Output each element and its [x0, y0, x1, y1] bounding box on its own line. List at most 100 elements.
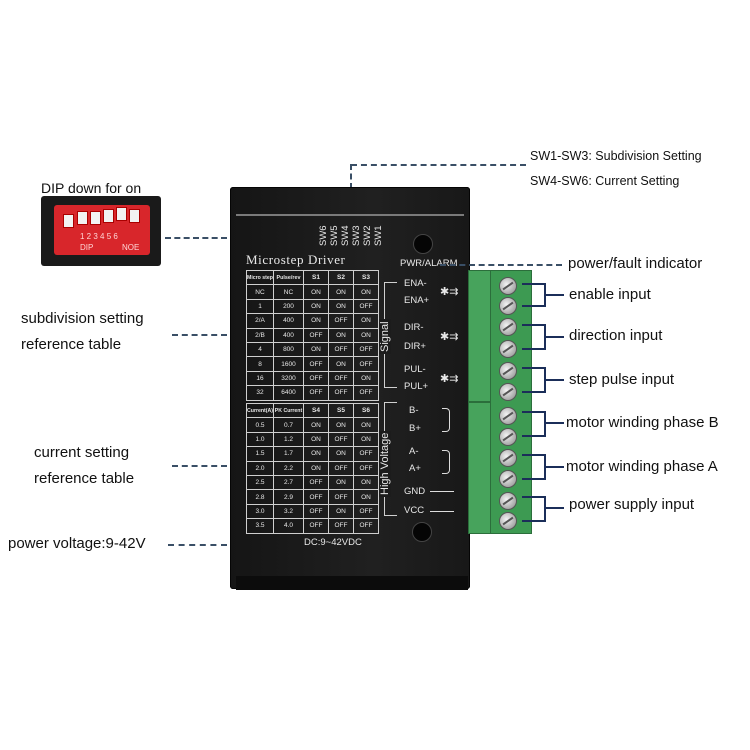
terminal-screw-a-plus — [499, 470, 517, 488]
dip-switch-5 — [116, 207, 127, 221]
dip-switch-4 — [103, 209, 114, 223]
winding-a-label: motor winding phase A — [566, 458, 718, 475]
terminal-screw-pul-plus — [499, 383, 517, 401]
table-cell: OFF — [303, 327, 329, 343]
table-cell: 4.0 — [273, 518, 304, 534]
terminal-screw-dir-plus — [499, 340, 517, 358]
pin-label-dir-plus: DIR+ — [404, 341, 426, 352]
table-header-cell: S5 — [328, 402, 354, 419]
coil-b-icon — [442, 408, 450, 432]
pin-label-dir-minus: DIR- — [404, 322, 424, 333]
pin-label-ena-minus: ENA- — [404, 278, 427, 289]
table-cell: 400 — [273, 313, 304, 329]
table-cell: 32 — [246, 385, 274, 401]
table-cell: OFF — [328, 460, 354, 476]
table-header-cell: S4 — [303, 402, 329, 419]
table-cell: OFF — [353, 446, 379, 462]
high-voltage-label: High Voltage — [379, 430, 391, 497]
terminal-screw-dir-minus — [499, 318, 517, 336]
switch-label-sw2: SW2 — [362, 225, 373, 246]
direction-input-label: direction input — [569, 327, 663, 344]
switch-label-sw1: SW1 — [373, 225, 384, 246]
coil-a-icon — [442, 450, 450, 474]
pin-label-pul-minus: PUL- — [404, 364, 426, 375]
terminal-screw-vcc — [499, 512, 517, 530]
power-supply-label: power supply input — [569, 496, 695, 513]
table-cell: OFF — [328, 385, 354, 401]
driver-title: Microstep Driver — [246, 252, 346, 267]
table-cell: 400 — [273, 327, 304, 343]
table-cell: 3.2 — [273, 503, 304, 520]
terminal-screw-ena-plus — [499, 297, 517, 315]
table-cell: OFF — [353, 385, 379, 401]
table-cell: ON — [303, 431, 329, 448]
table-cell: ON — [328, 417, 354, 433]
sw4-sw6-label: SW4-SW6: Current Setting — [530, 174, 680, 188]
table-cell: NC — [246, 284, 274, 300]
direction-input-bracket — [522, 324, 546, 350]
gnd-arrow-icon — [430, 491, 454, 492]
enable-input-bracket — [522, 283, 546, 307]
dc-voltage-label: DC:9~42VDC — [304, 537, 362, 548]
table-cell: 16 — [246, 370, 274, 387]
table-cell: OFF — [353, 298, 379, 315]
table-cell: OFF — [328, 370, 354, 387]
direction-input-connector — [544, 336, 564, 338]
pwr-alarm-label: PWR/ALARM — [400, 258, 458, 269]
terminal-screw-pul-minus — [499, 362, 517, 380]
terminal-screw-b-plus — [499, 428, 517, 446]
table-cell: ON — [328, 474, 354, 491]
winding-b-bracket — [522, 411, 546, 437]
table-header-cell: S6 — [353, 402, 379, 419]
table-cell: OFF — [303, 474, 329, 491]
table-cell: 2.2 — [273, 460, 304, 476]
table-cell: OFF — [353, 518, 379, 534]
table-cell: NC — [273, 284, 304, 300]
table-cell: ON — [353, 327, 379, 343]
fault-indicator-leader-line — [440, 264, 562, 266]
table-cell: 2.5 — [246, 474, 274, 491]
switch-leader-vertical — [350, 164, 352, 208]
dip-switch-2 — [77, 211, 88, 225]
table-cell: ON — [303, 341, 329, 358]
table-header-cell: Pulse/rev — [273, 269, 304, 286]
enable-input-connector — [544, 294, 564, 296]
table-cell: OFF — [303, 385, 329, 401]
table-cell: OFF — [303, 356, 329, 372]
dip-down-caption: DIP down for on — [41, 180, 142, 196]
table-cell: 1 — [246, 298, 274, 315]
table-cell: ON — [303, 284, 329, 300]
table-header-cell: PK Current — [273, 402, 304, 419]
table-cell: 6400 — [273, 385, 304, 401]
pul-led-icon: ✱⇉ — [440, 373, 459, 385]
terminal-screw-ena-minus — [499, 277, 517, 295]
mounting-hole-top — [413, 234, 433, 254]
microstep-table-header: Micro step Pulse/rev S1 S2 S3 — [246, 269, 379, 286]
subdivision-label-line2: reference table — [21, 336, 122, 353]
table-cell: OFF — [353, 503, 379, 520]
table-cell: ON — [303, 417, 329, 433]
ena-led-icon: ✱⇉ — [440, 286, 459, 298]
power-voltage-label: power voltage:9-42V — [8, 535, 146, 552]
table-cell: 3200 — [273, 370, 304, 387]
table-cell: OFF — [328, 489, 354, 505]
table-cell: OFF — [328, 313, 354, 329]
table-cell: 0.5 — [246, 417, 274, 433]
pin-label-b-plus: B+ — [409, 423, 421, 434]
table-cell: ON — [303, 460, 329, 476]
table-header-cell: Micro step — [246, 269, 274, 286]
table-cell: 1.0 — [246, 431, 274, 448]
table-header-cell: S3 — [353, 269, 379, 286]
table-cell: ON — [328, 298, 354, 315]
table-cell: 1.2 — [273, 431, 304, 448]
table-cell: 2.8 — [246, 489, 274, 505]
winding-b-label: motor winding phase B — [566, 414, 719, 431]
driver-top-stripe — [236, 214, 464, 216]
table-cell: ON — [328, 284, 354, 300]
terminal-screw-b-minus — [499, 407, 517, 425]
